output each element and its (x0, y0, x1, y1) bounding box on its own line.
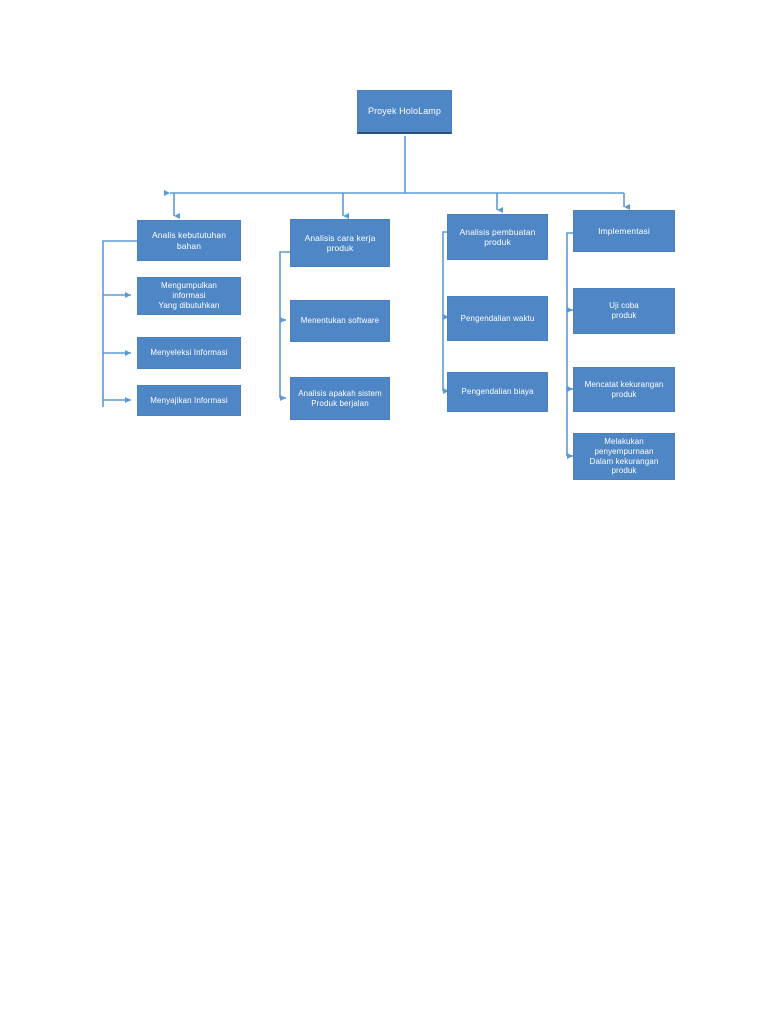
connector-spine-2 (279, 251, 290, 398)
connector-spine-4 (566, 232, 573, 456)
node-branch-2-child-1[interactable]: Menentukan software (290, 300, 390, 342)
node-branch-3-child-2-label: Pengendalian biaya (461, 387, 534, 397)
node-branch-3-child-1-label: Pengendalian waktu (460, 313, 535, 323)
node-branch-4-child-3[interactable]: Melakukan penyempurnaan Dalam kekurangan… (573, 433, 675, 480)
node-branch-1-child-3-label: Menyajikan Informasi (150, 395, 228, 405)
node-branch-2-child-2-label: Analisis apakah sistem Produk berjalan (298, 388, 382, 408)
node-branch-4-child-2[interactable]: Mencatat kekurangan produk (573, 367, 675, 412)
node-branch-4-head[interactable]: Implementasi (573, 210, 675, 252)
node-branch-2-child-1-label: Menentukan software (300, 316, 380, 326)
node-branch-3-child-2[interactable]: Pengendalian biaya (447, 372, 548, 412)
node-branch-3-head[interactable]: Analisis pembuatan produk (447, 214, 548, 260)
node-branch-4-child-1-label: Uji coba produk (609, 301, 639, 320)
node-branch-1-child-1-label: Mengumpulkan informasi Yang dibutuhkan (158, 281, 220, 310)
node-branch-4-child-1[interactable]: Uji coba produk (573, 288, 675, 334)
connector-spine-1 (102, 240, 137, 407)
node-branch-1-child-3[interactable]: Menyajikan Informasi (137, 385, 241, 416)
node-root-label: Proyek HoloLamp (367, 106, 442, 117)
node-branch-1-child-2-label: Menyeleksi Informasi (150, 348, 228, 358)
node-branch-4-child-2-label: Mencatat kekurangan produk (584, 379, 664, 399)
node-branch-2-child-2[interactable]: Analisis apakah sistem Produk berjalan (290, 377, 390, 420)
node-branch-3-head-label: Analisis pembuatan produk (459, 226, 536, 247)
node-branch-1-child-1[interactable]: Mengumpulkan informasi Yang dibutuhkan (137, 277, 241, 315)
node-branch-1-head-label: Analis kebututuhan bahan (151, 230, 227, 251)
node-branch-1-child-2[interactable]: Menyeleksi Informasi (137, 337, 241, 369)
node-branch-3-child-1[interactable]: Pengendalian waktu (447, 296, 548, 341)
node-root[interactable]: Proyek HoloLamp (357, 90, 452, 134)
node-branch-1-head[interactable]: Analis kebututuhan bahan (137, 220, 241, 261)
node-branch-2-head[interactable]: Analisis cara kerja produk (290, 219, 390, 267)
node-branch-4-head-label: Implementasi (598, 225, 650, 236)
node-branch-4-child-3-label: Melakukan penyempurnaan Dalam kekurangan… (589, 437, 659, 476)
node-branch-2-head-label: Analisis cara kerja produk (304, 232, 376, 253)
